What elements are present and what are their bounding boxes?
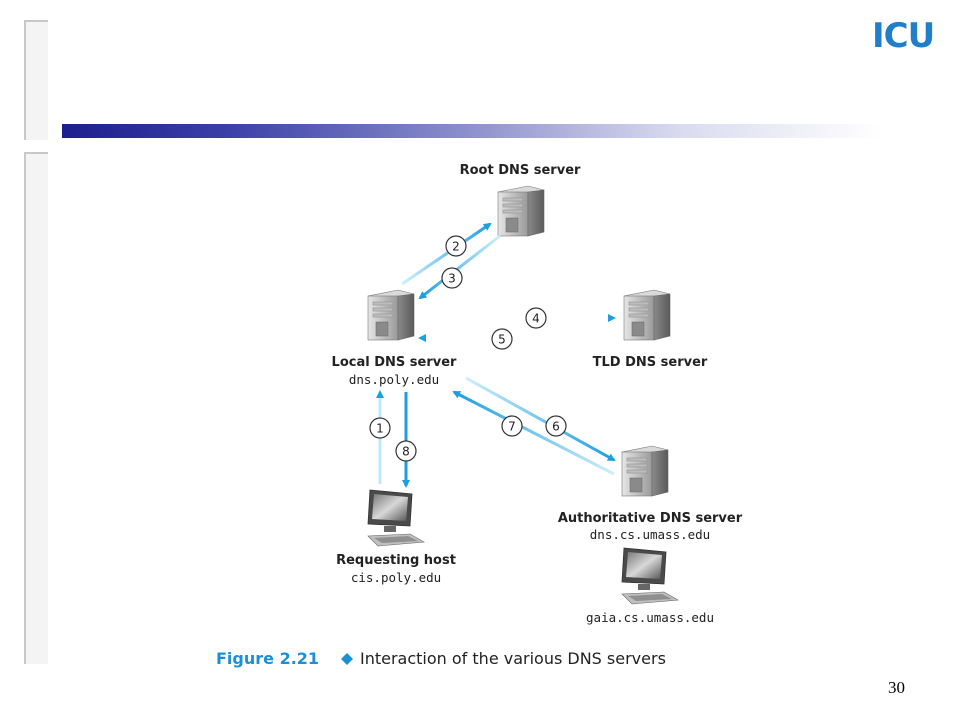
caption-diamond-icon — [341, 653, 353, 665]
local-dns-server-host: dns.poly.edu — [349, 372, 439, 387]
authoritative-dns-server-label: Authoritative DNS server — [558, 511, 743, 526]
svg-text:6: 6 — [552, 420, 560, 434]
figure-number: Figure 2.21 — [216, 649, 319, 668]
step-circle-2: 2 — [445, 235, 467, 257]
requesting-host-name: cis.poly.edu — [351, 570, 441, 585]
svg-text:4: 4 — [532, 312, 540, 326]
root-dns-server-label: Root DNS server — [460, 163, 581, 178]
step-circle-1: 1 — [369, 417, 391, 439]
step-circle-5: 5 — [491, 328, 513, 350]
title-gradient-bar — [62, 124, 882, 138]
figure-caption: Interaction of the various DNS servers — [360, 649, 666, 668]
authoritative-dns-server-host: dns.cs.umass.edu — [590, 527, 710, 542]
left-frame-bottom — [24, 152, 48, 664]
arrow-step-7 — [452, 390, 615, 476]
gaia-host-name: gaia.cs.umass.edu — [586, 610, 714, 625]
tld-dns-server-label: TLD DNS server — [593, 355, 708, 370]
step-circle-3: 3 — [441, 267, 463, 289]
authoritative-dns-server-icon — [621, 445, 669, 497]
svg-text:5: 5 — [498, 333, 506, 347]
tld-dns-server-icon — [623, 289, 671, 341]
svg-text:3: 3 — [448, 272, 456, 286]
svg-text:7: 7 — [508, 420, 516, 434]
arrow-step-6 — [465, 376, 616, 462]
svg-text:1: 1 — [376, 422, 384, 436]
root-dns-server-icon — [497, 185, 545, 237]
requesting-host-label: Requesting host — [336, 553, 456, 568]
local-dns-server-icon — [367, 289, 415, 341]
arrow-step-2 — [401, 222, 492, 286]
svg-text:8: 8 — [402, 445, 410, 459]
requesting-host-computer-icon — [367, 489, 425, 547]
step-circle-6: 6 — [545, 415, 567, 437]
step-circle-8: 8 — [395, 440, 417, 462]
step-circle-4: 4 — [525, 307, 547, 329]
local-dns-server-label: Local DNS server — [332, 355, 457, 370]
icu-logo: ICU — [872, 16, 935, 56]
page-number: 30 — [888, 678, 905, 697]
arrow-step-3 — [418, 234, 501, 300]
gaia-host-computer-icon — [621, 547, 679, 605]
step-circle-7: 7 — [501, 415, 523, 437]
svg-text:2: 2 — [452, 240, 460, 254]
left-frame-top — [24, 20, 48, 140]
